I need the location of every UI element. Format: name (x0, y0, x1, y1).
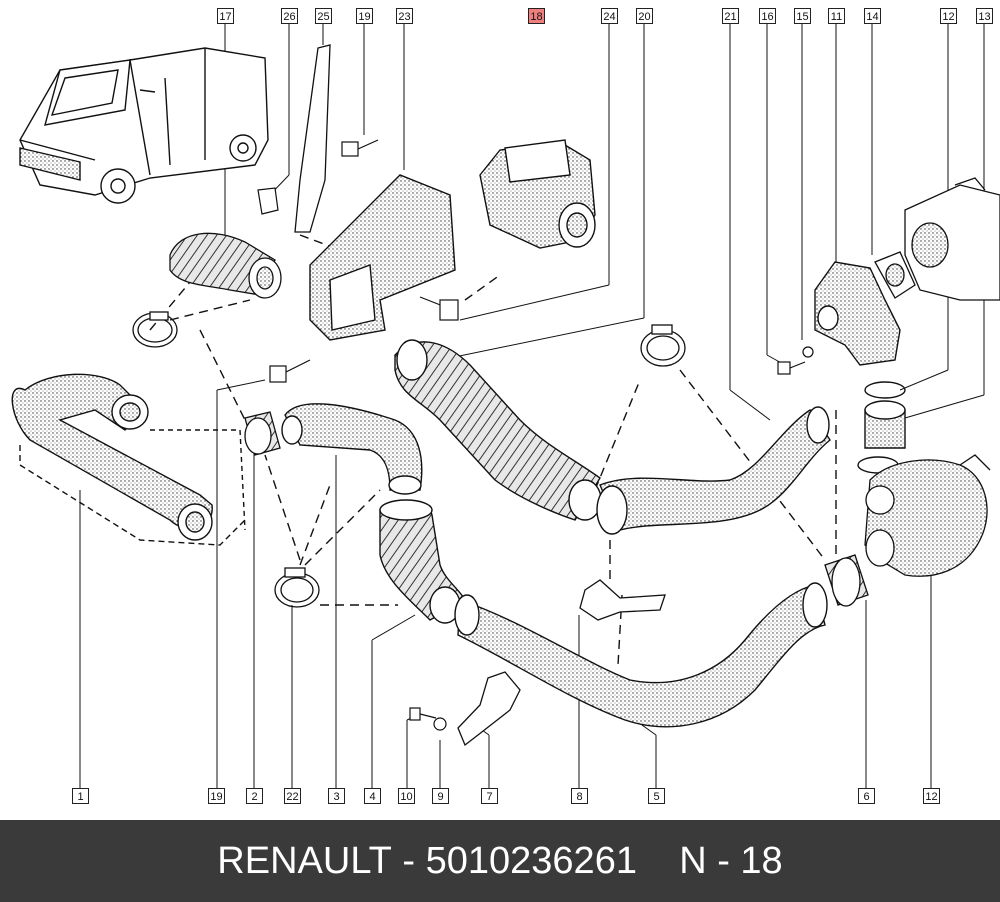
engine-block (904, 177, 1000, 301)
footer-caption: RENAULT - 5010236261 N - 18 (0, 820, 1000, 902)
callout-16: 16 (759, 8, 776, 24)
callout-4: 4 (364, 788, 381, 804)
callout-9: 9 (432, 788, 449, 804)
clamp-top-middle (640, 324, 686, 367)
nut-9 (433, 717, 447, 731)
exploded-parts-diagram (11, 24, 1000, 790)
callout-12-bottom: 12 (923, 788, 940, 804)
bolt-24 (419, 296, 459, 321)
callout-8: 8 (571, 788, 588, 804)
callout-5: 5 (648, 788, 665, 804)
bracket-7 (457, 671, 521, 747)
fastener-26 (257, 187, 279, 215)
callout-22: 22 (284, 788, 301, 804)
pipe-3 (281, 403, 423, 495)
washer-15 (802, 346, 814, 358)
hose-20 (394, 339, 602, 521)
pipe-upper-right (596, 406, 831, 535)
callout-26: 26 (281, 8, 298, 24)
callout-2: 2 (246, 788, 263, 804)
sleeve-2 (244, 411, 281, 456)
bracket-8 (579, 579, 666, 621)
bolt-10 (409, 707, 437, 721)
callout-1: 1 (72, 788, 89, 804)
callout-24: 24 (601, 8, 618, 24)
callout-11: 11 (828, 8, 845, 24)
caption-separator: - (391, 839, 426, 882)
outlet-flange-11 (814, 261, 901, 366)
pipe-5 (454, 582, 828, 728)
screw-16 (777, 361, 806, 375)
callout-20: 20 (636, 8, 653, 24)
sleeve-13 (864, 400, 906, 449)
clamp-upper-left (132, 311, 178, 348)
caption-gap (637, 840, 679, 883)
air-mass-meter-18 (479, 139, 596, 249)
bracket-23 (309, 174, 456, 341)
strap-25 (294, 44, 331, 233)
van-illustration (19, 47, 269, 204)
hose-1 (11, 373, 246, 546)
reference-code: N - 18 (679, 839, 783, 882)
callout-7: 7 (481, 788, 498, 804)
callout-14: 14 (864, 8, 881, 24)
callout-18-highlighted: 18 (528, 8, 545, 24)
callout-6: 6 (858, 788, 875, 804)
callout-3: 3 (328, 788, 345, 804)
bolt-19-upper (341, 139, 379, 157)
clamp-22 (274, 567, 320, 608)
callout-19-top: 19 (356, 8, 373, 24)
part-number: 5010236261 (425, 839, 637, 882)
callout-15: 15 (794, 8, 811, 24)
callout-21: 21 (722, 8, 739, 24)
callout-25: 25 (315, 8, 332, 24)
hose-17 (169, 232, 282, 299)
brand-name: RENAULT (217, 839, 392, 882)
callout-19-bottom: 19 (208, 788, 225, 804)
callout-13: 13 (976, 8, 993, 24)
gasket-14 (874, 251, 916, 299)
o-ring-12-upper (864, 381, 906, 399)
hose-4 (379, 499, 466, 624)
turbocharger (864, 454, 991, 577)
callout-10: 10 (398, 788, 415, 804)
callout-12-top: 12 (940, 8, 957, 24)
callout-23: 23 (396, 8, 413, 24)
bolt-19-lower (269, 359, 311, 383)
sleeve-6 (824, 554, 869, 607)
callout-17: 17 (217, 8, 234, 24)
